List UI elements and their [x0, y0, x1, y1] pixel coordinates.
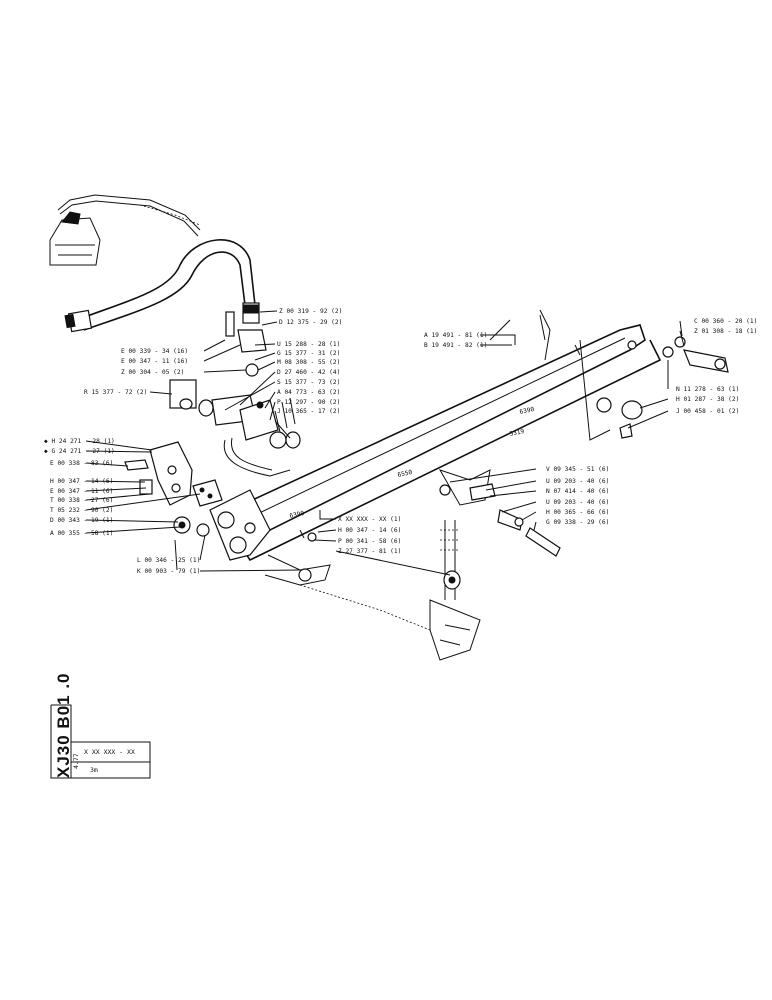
- lower-linkage: [299, 469, 561, 661]
- tractor-connection: [49, 194, 201, 266]
- diamond-marker-icon: ◆: [44, 438, 51, 445]
- callout-u0920340a: U 09 203 - 40 (6): [546, 478, 609, 485]
- callout-h0036566: H 00 365 - 66 (6): [546, 509, 609, 516]
- sheet-number: 4.77: [72, 753, 80, 769]
- callout-z0031992: Z 00 319 - 92 (2): [279, 308, 342, 315]
- callout-m0830855: M 08 308 - 55 (2): [277, 359, 340, 366]
- callout-t0033827: T 00 338 - 27 (6): [50, 497, 113, 504]
- callout-z0130818: Z 01 308 - 18 (1): [694, 328, 757, 335]
- callout-l0034625: L 00 346 - 25 (1): [137, 557, 200, 564]
- callout-s1537773: S 15 377 - 73 (2): [277, 379, 340, 386]
- callout-h0034714b: H 00 347 - 14 (6): [338, 527, 401, 534]
- callout-n1127863: N 11 278 - 63 (1): [676, 386, 739, 393]
- callout-g2427127-text: G 24 271 - 27 (1): [51, 448, 114, 455]
- callout-d0034319: D 00 343 - 19 (1): [50, 517, 113, 524]
- title-block: XJ30 B01 .0 4.77 X XX XXX - XX 3m: [50, 672, 151, 779]
- callout-v0934551: V 09 345 - 51 (6): [546, 466, 609, 473]
- callout-e0034711b: E 00 347 - 11 (6): [50, 488, 113, 495]
- callout-c0036020: C 00 360 - 20 (1): [694, 318, 757, 325]
- callout-xxxxxxx: X XX XXX - XX (1): [338, 516, 401, 523]
- boom-stamps: 6390 5319 6550 6390: [289, 406, 535, 520]
- leader-lines: [85, 310, 685, 576]
- callout-h2427128: ◆ H 24 271 - 28 (1): [44, 438, 115, 445]
- callout-k0090379: K 00 903 - 79 (1): [137, 568, 200, 575]
- callout-u1528828: U 15 288 - 28 (1): [277, 341, 340, 348]
- callout-e0034711a: E 00 347 - 11 (16): [121, 358, 188, 365]
- callout-p0034158: P 00 341 - 58 (6): [338, 538, 401, 545]
- mount-brackets: [124, 441, 223, 571]
- callout-g0933829: G 09 338 - 29 (6): [546, 519, 609, 526]
- stamp-boom2: 5319: [509, 428, 525, 438]
- callout-e0033934: E 00 339 - 34 (16): [121, 348, 188, 355]
- diamond-marker-icon: ◆: [44, 448, 51, 455]
- callout-t0523290: T 05 232 - 90 (2): [50, 507, 113, 514]
- callout-z0030405: Z 00 304 - 05 (2): [121, 369, 184, 376]
- callout-n0741440: N 07 414 - 40 (6): [546, 488, 609, 495]
- stamp-boom1: 6390: [519, 406, 535, 416]
- callout-a0477363: A 04 773 - 63 (2): [277, 389, 340, 396]
- callout-p1229790: P 12 297 - 90 (2): [277, 399, 340, 406]
- callout-e0033883: E 00 338 - 83 (6): [50, 460, 113, 467]
- callout-d2746042: D 27 460 - 42 (4): [277, 369, 340, 376]
- callout-a1949181: A 19 491 - 81 (1): [424, 332, 487, 339]
- callout-g2427127: ◆ G 24 271 - 27 (1): [44, 448, 115, 455]
- callout-j1036517: J 10 365 - 17 (2): [277, 408, 340, 415]
- callout-labels: Z 00 319 - 92 (2) D 12 375 - 29 (2) E 00…: [44, 308, 757, 575]
- description: 3m: [90, 766, 98, 774]
- callout-h2427128-text: H 24 271 - 28 (1): [51, 438, 114, 445]
- boom-arm: [209, 309, 662, 631]
- callout-r1537772: R 15 377 - 72 (2): [84, 389, 147, 396]
- callout-h0034714a: H 00 347 - 14 (6): [50, 478, 113, 485]
- callout-g1537731: G 15 377 - 31 (2): [277, 350, 340, 357]
- callout-u0920340b: U 09 203 - 40 (6): [546, 499, 609, 506]
- drawing-code: XJ30 B01 .0: [54, 672, 73, 778]
- callout-j0045801: J 00 458 - 01 (2): [676, 408, 739, 415]
- callout-d1237529: D 12 375 - 29 (2): [279, 319, 342, 326]
- valve-fittings: [169, 311, 301, 477]
- reference-code: X XX XXX - XX: [84, 748, 135, 756]
- callout-a0035558: A 00 355 - 58 (1): [50, 530, 113, 537]
- stamp-boom4: 6390: [289, 510, 305, 520]
- callout-z2737781: Z 27 377 - 81 (1): [338, 548, 401, 555]
- hydraulic-hose: [64, 239, 260, 333]
- callout-b1949182: B 19 491 - 82 (1): [424, 342, 487, 349]
- callout-h0128738: H 01 287 - 38 (2): [676, 396, 739, 403]
- stamp-boom3: 6550: [397, 469, 413, 479]
